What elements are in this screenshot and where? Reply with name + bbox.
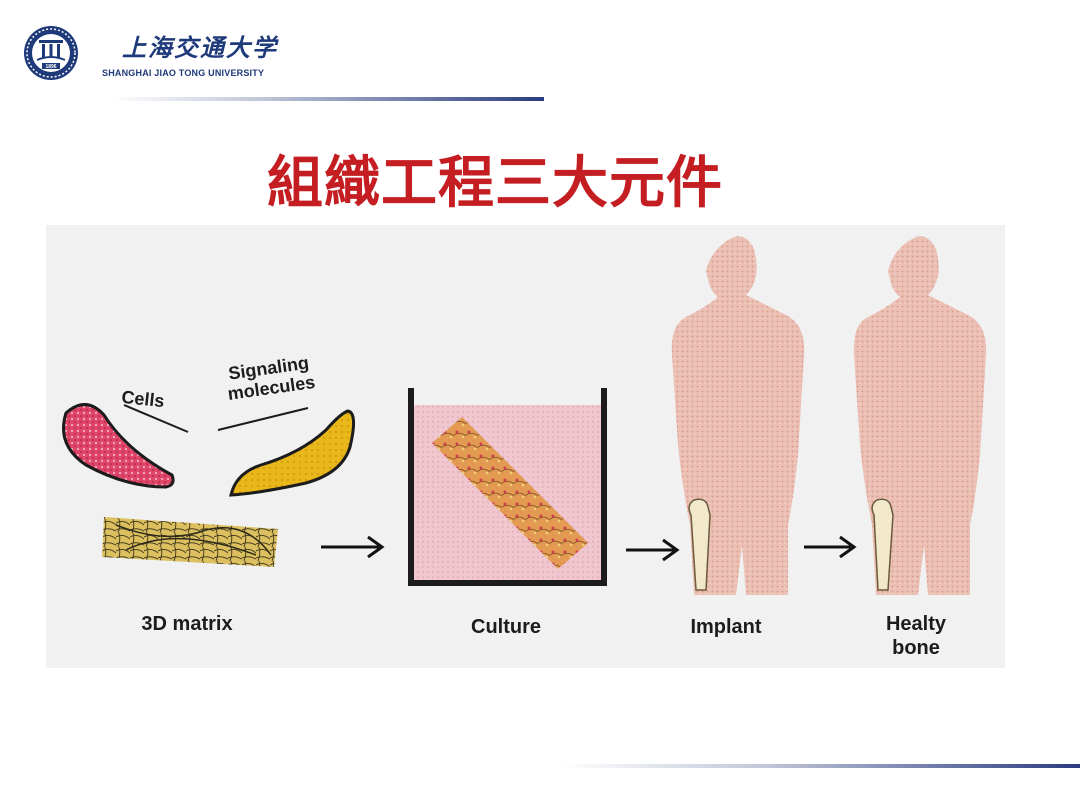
healthy-femur-icon bbox=[871, 498, 894, 591]
signaling-molecules-container-icon bbox=[229, 409, 355, 497]
healthy-label-line2: bone bbox=[892, 637, 940, 659]
university-logo: 1896 上海交通大学 SHANGHAI JIAO TONG UNIVERSIT… bbox=[22, 24, 276, 84]
university-name-chinese: 上海交通大学 bbox=[122, 33, 278, 62]
healthy-label-line1: Healty bbox=[885, 613, 947, 635]
3d-matrix-scaffold-icon bbox=[102, 517, 278, 567]
header-divider bbox=[110, 97, 544, 101]
cultured-scaffold-icon bbox=[432, 417, 588, 569]
university-name-english: SHANGHAI JIAO TONG UNIVERSITY bbox=[102, 68, 265, 78]
implant-body-silhouette-icon bbox=[671, 236, 805, 595]
arrow-right-icon bbox=[321, 535, 385, 559]
signaling-pointer-line bbox=[217, 407, 309, 431]
arrow-right-icon bbox=[804, 535, 857, 559]
tissue-engineering-illustration bbox=[62, 236, 987, 595]
implant-label: Implant bbox=[690, 616, 762, 638]
culture-vessel-icon bbox=[408, 388, 607, 586]
healthy-body-silhouette-icon bbox=[853, 236, 987, 595]
tissue-engineering-figure: Cells Signaling molecules 3D matrix Cult… bbox=[46, 225, 1005, 668]
seal-year: 1896 bbox=[45, 64, 56, 70]
university-seal-icon: 1896 bbox=[24, 26, 78, 80]
cells-container-icon bbox=[62, 403, 175, 489]
arrow-right-icon bbox=[626, 538, 680, 562]
3d-matrix-label: 3D matrix bbox=[141, 613, 233, 635]
footer-divider bbox=[560, 764, 1080, 768]
cells-pointer-line bbox=[123, 404, 189, 433]
femur-implant-icon bbox=[688, 498, 711, 591]
healthy-bone-label: Healty bone bbox=[866, 612, 966, 660]
slide-title: 組織工程三大元件 bbox=[267, 151, 723, 216]
culture-label: Culture bbox=[471, 616, 541, 638]
